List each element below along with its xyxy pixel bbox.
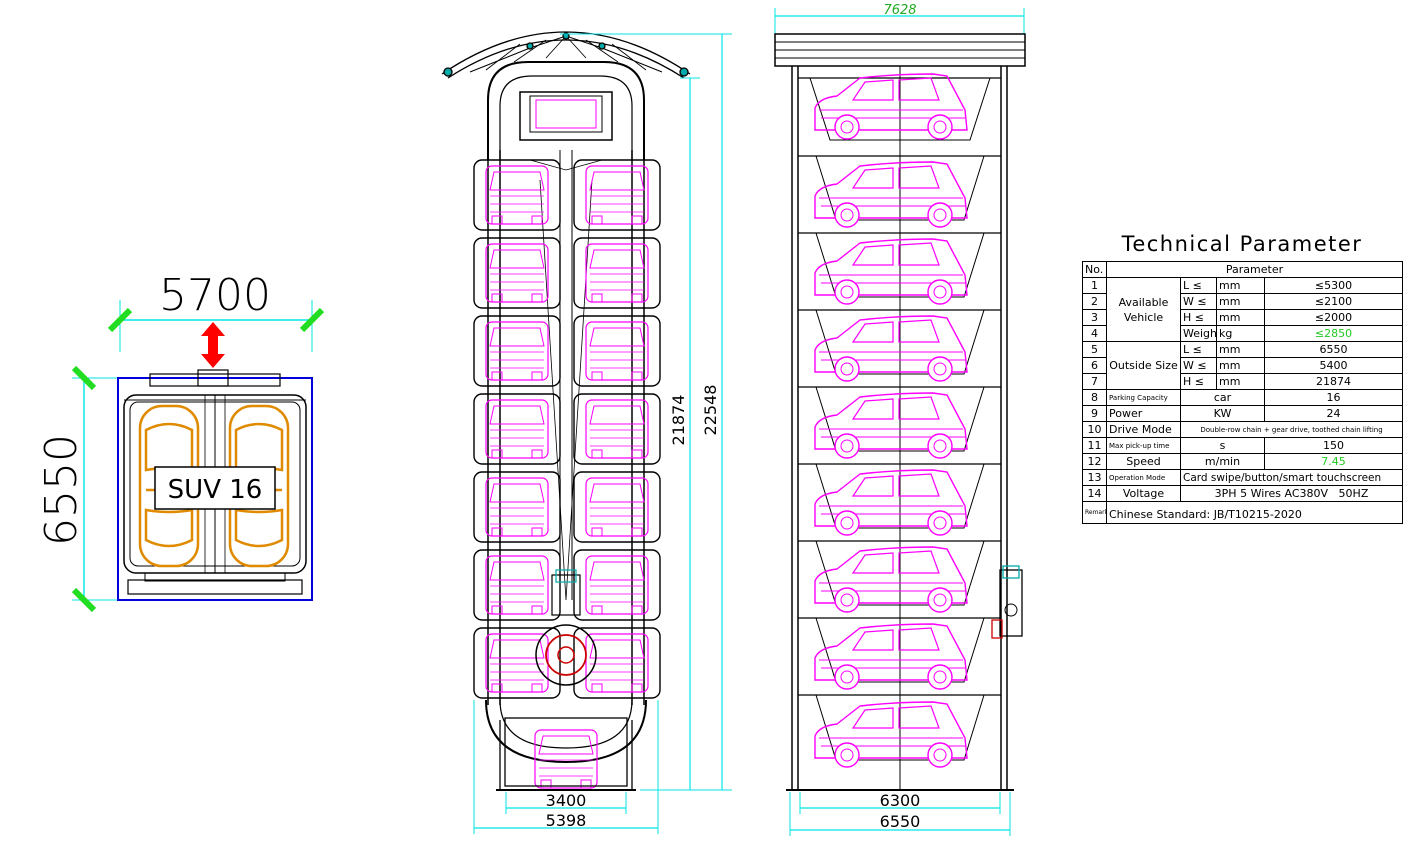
side-base-inner-dimension: 6300 bbox=[880, 791, 921, 810]
top-view: 5700 6550 bbox=[36, 270, 325, 613]
row-no: 9 bbox=[1082, 405, 1107, 422]
row-symbol: Weight bbox=[1180, 325, 1217, 342]
capacity-badge: SUV 16 bbox=[168, 475, 263, 505]
row-no: 8 bbox=[1082, 389, 1107, 406]
side-view-cars bbox=[814, 73, 968, 768]
row-label: Drive Mode bbox=[1106, 421, 1181, 438]
table-row: 6 W ≤ mm 5400 bbox=[1082, 357, 1404, 374]
row-label: Max pick-up time bbox=[1106, 437, 1181, 454]
remark-text: Chinese Standard: JB/T10215-2020 bbox=[1105, 501, 1404, 524]
row-symbol: L ≤ bbox=[1180, 277, 1217, 294]
remark-row: Remark Chinese Standard: JB/T10215-2020 bbox=[1082, 501, 1404, 524]
row-value: 3PH 5 Wires AC380V 50HZ bbox=[1179, 485, 1404, 502]
front-inner-height-dimension: 21874 bbox=[669, 395, 688, 446]
row-no: 6 bbox=[1082, 357, 1107, 374]
row-unit: mm bbox=[1216, 277, 1265, 294]
row-label: Operation Mode bbox=[1106, 469, 1181, 486]
front-view: 21874 22548 3400 5398 bbox=[441, 31, 732, 834]
row-symbol: W ≤ bbox=[1180, 357, 1217, 374]
row-unit: car bbox=[1180, 389, 1265, 406]
row-no: 12 bbox=[1082, 453, 1107, 470]
side-base-outer-dimension: 6550 bbox=[880, 812, 921, 831]
row-no: 2 bbox=[1082, 293, 1107, 310]
row-value: 21874 bbox=[1263, 373, 1404, 390]
table-row: 12 Speed m/min 7.45 bbox=[1082, 453, 1404, 470]
direction-arrow-icon bbox=[201, 322, 225, 368]
top-depth-dimension: 6550 bbox=[36, 434, 87, 546]
row-unit: mm bbox=[1216, 357, 1265, 374]
row-label: Power bbox=[1106, 405, 1181, 422]
row-unit: mm bbox=[1216, 309, 1265, 326]
table-row: 1 Available Vehicle L ≤ mm ≤5300 bbox=[1082, 277, 1404, 342]
row-value: 16 bbox=[1263, 389, 1404, 406]
table-row: 3 H ≤ mm ≤2000 bbox=[1082, 309, 1404, 326]
row-value: Double-row chain + gear drive, toothed c… bbox=[1179, 421, 1404, 438]
header-no: No. bbox=[1082, 261, 1107, 278]
group-outside-size: Outside Size bbox=[1106, 341, 1181, 390]
row-no: 13 bbox=[1082, 469, 1107, 486]
table-row: 4 Weight kg ≤2850 bbox=[1082, 325, 1404, 342]
row-unit: mm bbox=[1216, 293, 1265, 310]
row-value: 6550 bbox=[1263, 341, 1404, 358]
row-value: ≤5300 bbox=[1263, 277, 1404, 294]
row-value: Card swipe/button/smart touchscreen bbox=[1179, 469, 1404, 486]
row-no: 5 bbox=[1082, 341, 1107, 358]
row-no: 14 bbox=[1082, 485, 1107, 502]
remark-label: Remark bbox=[1082, 501, 1107, 524]
row-symbol: L ≤ bbox=[1180, 341, 1217, 358]
table-row: 7 H ≤ mm 21874 bbox=[1082, 373, 1404, 390]
technical-parameter-table: No. Parameter 1 Available Vehicle L ≤ mm… bbox=[1082, 261, 1404, 524]
row-no: 10 bbox=[1082, 421, 1107, 438]
row-symbol: H ≤ bbox=[1180, 309, 1217, 326]
row-unit: mm bbox=[1216, 341, 1265, 358]
header-parameter: Parameter bbox=[1105, 261, 1404, 278]
row-value: ≤2850 bbox=[1263, 325, 1404, 342]
table-row: 10 Drive Mode Double-row chain + gear dr… bbox=[1082, 421, 1404, 438]
top-width-dimension: 5700 bbox=[159, 270, 271, 321]
front-base-inner-dimension: 3400 bbox=[546, 791, 587, 810]
row-symbol: H ≤ bbox=[1180, 373, 1217, 390]
row-symbol: W ≤ bbox=[1180, 293, 1217, 310]
row-value: 7.45 bbox=[1263, 453, 1404, 470]
technical-parameter-title: Technical Parameter bbox=[1121, 232, 1363, 256]
row-no: 7 bbox=[1082, 373, 1107, 390]
row-label: Speed bbox=[1106, 453, 1181, 470]
row-value: 5400 bbox=[1263, 357, 1404, 374]
technical-parameter-panel: Technical Parameter No. Parameter 1 Avai… bbox=[1082, 232, 1404, 524]
table-row: 5 Outside Size L ≤ mm 6550 bbox=[1082, 341, 1404, 390]
side-view: 7628 bbox=[774, 3, 1026, 836]
row-no: 4 bbox=[1082, 325, 1107, 342]
row-label: Parking Capacity bbox=[1106, 389, 1181, 406]
table-row: 9 Power KW 24 bbox=[1082, 405, 1404, 422]
row-no: 1 bbox=[1082, 277, 1107, 294]
row-unit: m/min bbox=[1180, 453, 1265, 470]
row-label: Voltage bbox=[1106, 485, 1181, 502]
row-unit: s bbox=[1180, 437, 1265, 454]
front-base-outer-dimension: 5398 bbox=[546, 811, 587, 830]
front-view-cars bbox=[485, 165, 649, 693]
row-value: 150 bbox=[1263, 437, 1404, 454]
table-header-row: No. Parameter bbox=[1082, 261, 1404, 278]
row-value: ≤2000 bbox=[1263, 309, 1404, 326]
row-unit: KW bbox=[1180, 405, 1265, 422]
table-row: 13 Operation Mode Card swipe/button/smar… bbox=[1082, 469, 1404, 486]
row-value: ≤2100 bbox=[1263, 293, 1404, 310]
front-total-height-dimension: 22548 bbox=[701, 385, 720, 436]
row-value: 24 bbox=[1263, 405, 1404, 422]
group-available-vehicle: Available Vehicle bbox=[1106, 277, 1181, 342]
table-row: 11 Max pick-up time s 150 bbox=[1082, 437, 1404, 454]
row-no: 3 bbox=[1082, 309, 1107, 326]
side-top-width-dimension: 7628 bbox=[883, 3, 916, 18]
table-row: 8 Parking Capacity car 16 bbox=[1082, 389, 1404, 406]
row-no: 11 bbox=[1082, 437, 1107, 454]
table-row: 14 Voltage 3PH 5 Wires AC380V 50HZ bbox=[1082, 485, 1404, 502]
row-unit: mm bbox=[1216, 373, 1265, 390]
row-unit: kg bbox=[1216, 325, 1265, 342]
